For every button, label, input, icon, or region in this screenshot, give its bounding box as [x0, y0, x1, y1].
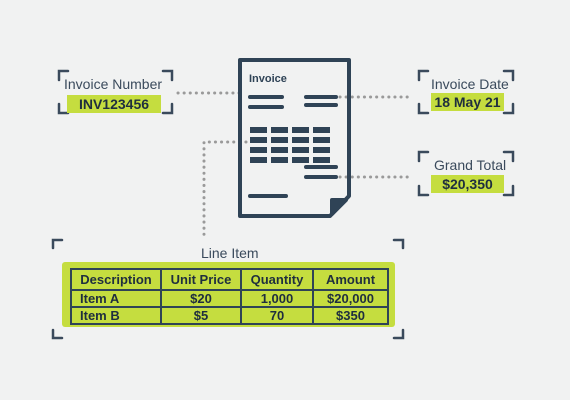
invoice-number-value: INV123456 — [67, 95, 161, 113]
table-row: Item B $5 70 $350 — [70, 306, 389, 325]
cell-amount: $20,000 — [312, 289, 389, 308]
connectors — [176, 91, 414, 240]
invoice-date-value: 18 May 21 — [431, 93, 504, 111]
table-row: Item A $20 1,000 $20,000 — [70, 289, 389, 308]
cell-unit-price: $20 — [160, 289, 242, 308]
header-description: Description — [70, 268, 162, 291]
bracket-invoice-number — [57, 69, 174, 115]
invoice-document-icon — [238, 58, 351, 218]
document-title: Invoice — [249, 73, 287, 85]
cell-description: Item A — [70, 289, 162, 308]
line-item-label: Line Item — [201, 245, 259, 261]
bracket-invoice-date — [417, 69, 515, 115]
header-unit-price: Unit Price — [160, 268, 242, 291]
grand-total-label: Grand Total — [434, 157, 507, 173]
cell-quantity: 1,000 — [240, 289, 314, 308]
invoice-number-label: Invoice Number — [64, 76, 163, 92]
cell-unit-price: $5 — [160, 306, 242, 325]
header-quantity: Quantity — [240, 268, 314, 291]
connector-line-item — [202, 140, 248, 240]
cell-amount: $350 — [312, 306, 389, 325]
header-amount: Amount — [312, 268, 389, 291]
bracket-grand-total — [417, 150, 515, 197]
grand-total-value: $20,350 — [431, 175, 504, 193]
cell-quantity: 70 — [240, 306, 314, 325]
invoice-date-label: Invoice Date — [431, 76, 509, 92]
table-header-row: Description Unit Price Quantity Amount — [70, 268, 389, 291]
document-fold — [330, 198, 348, 216]
line-item-table-panel: Description Unit Price Quantity Amount I… — [62, 262, 395, 327]
doc-table-icon — [250, 127, 330, 163]
bracket-line-item — [51, 238, 405, 340]
line-item-table: Description Unit Price Quantity Amount I… — [70, 268, 389, 325]
cell-description: Item B — [70, 306, 162, 325]
